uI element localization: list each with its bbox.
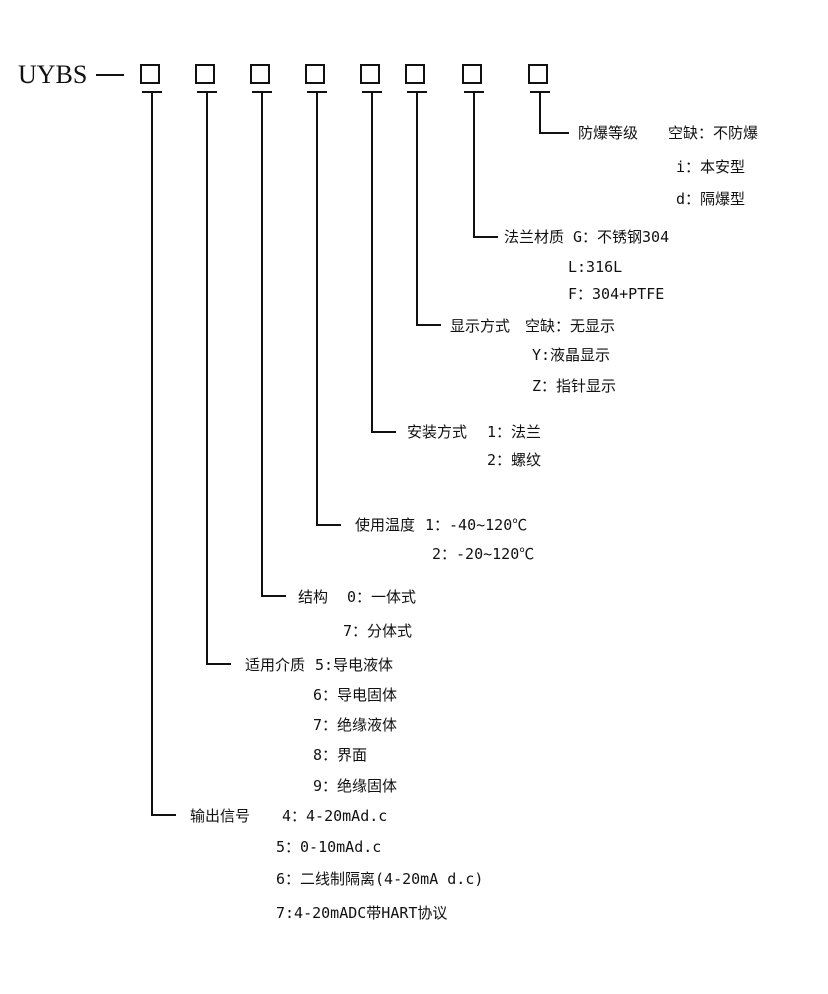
option-mounting-2: 2：螺纹	[487, 451, 542, 469]
option-output-5: 5：0-10mAd.c	[276, 838, 382, 856]
option-output-4: 4：4-20mAd.c	[282, 807, 388, 825]
option-medium-9: 9：绝缘固体	[313, 777, 398, 795]
option-explosion-d: d：隔爆型	[676, 190, 746, 208]
option-flange-f: F：304+PTFE	[568, 285, 665, 303]
code-box-explosion	[528, 64, 548, 84]
field-label-mounting: 安装方式	[407, 423, 468, 441]
option-medium-5: 5:导电液体	[315, 656, 394, 674]
field-label-output-signal: 输出信号	[190, 807, 251, 825]
field-label-temperature: 使用温度	[355, 516, 416, 534]
code-box-flange	[462, 64, 482, 84]
leader-explosion	[539, 92, 569, 134]
option-output-6: 6：二线制隔离(4-20mA d.c)	[276, 870, 484, 888]
leader-output-signal	[151, 92, 176, 816]
code-box-temperature	[305, 64, 325, 84]
field-label-medium: 适用介质	[245, 656, 306, 674]
leader-medium	[206, 92, 231, 665]
leader-mounting	[371, 92, 396, 433]
option-temperature-1: 1：-40~120℃	[425, 516, 528, 534]
option-display-y: Y:液晶显示	[532, 346, 611, 364]
leader-display	[416, 92, 441, 326]
option-medium-7: 7：绝缘液体	[313, 716, 398, 734]
option-display-none: 空缺：无显示	[525, 317, 616, 335]
option-flange-l: L:316L	[568, 258, 623, 276]
option-temperature-2: 2：-20~120℃	[432, 545, 535, 563]
code-box-structure	[250, 64, 270, 84]
option-mounting-1: 1：法兰	[487, 423, 542, 441]
field-label-display-mode: 显示方式	[450, 317, 511, 335]
option-flange-g: G：不锈钢304	[573, 228, 670, 246]
option-medium-8: 8：界面	[313, 746, 368, 764]
field-label-explosion-grade: 防爆等级	[578, 124, 639, 142]
leader-temperature	[316, 92, 341, 526]
option-explosion-none: 空缺：不防爆	[668, 124, 759, 142]
option-structure-7: 7：分体式	[343, 622, 413, 640]
option-structure-0: 0：一体式	[347, 588, 417, 606]
model-prefix: UYBS	[18, 60, 88, 89]
option-display-z: Z：指针显示	[532, 377, 617, 395]
code-box-output-signal	[140, 64, 160, 84]
code-box-mounting	[360, 64, 380, 84]
field-label-structure: 结构	[298, 588, 329, 606]
code-box-display	[405, 64, 425, 84]
leader-structure	[261, 92, 286, 597]
field-label-flange-material: 法兰材质	[504, 228, 565, 246]
code-box-medium	[195, 64, 215, 84]
leader-flange	[473, 92, 498, 238]
option-explosion-i: i：本安型	[676, 158, 746, 176]
model-dash	[96, 74, 124, 76]
option-medium-6: 6：导电固体	[313, 686, 398, 704]
option-output-7: 7:4-20mADC带HART协议	[276, 904, 448, 922]
